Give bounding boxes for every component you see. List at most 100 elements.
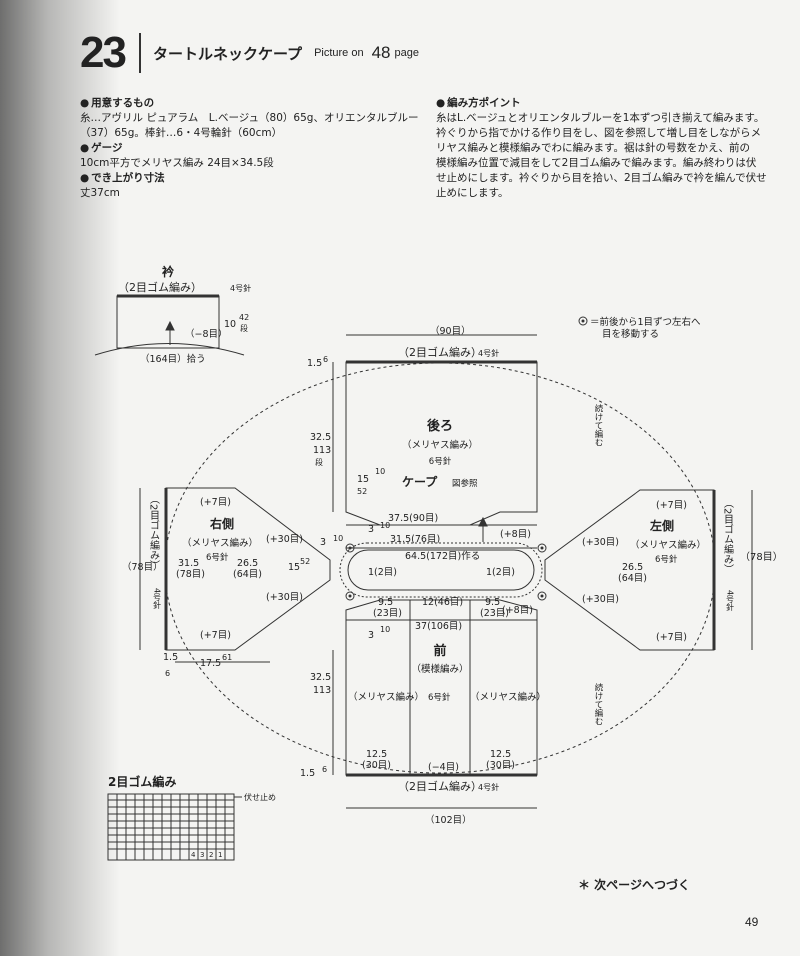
- pattern-title: タートルネックケープ: [152, 44, 303, 63]
- m-23-left: (23目): [373, 608, 402, 619]
- right-side-title: 右側: [209, 516, 234, 531]
- front-needle: 6号針: [428, 692, 451, 703]
- points-line: 止めにします。: [436, 187, 509, 199]
- right-31-5: 31.5: [178, 558, 199, 569]
- m-30-right: (30目): [486, 760, 515, 771]
- side-total-left: （78目）: [740, 551, 783, 563]
- right-side-rib-needle: 4号針: [153, 588, 162, 610]
- m-10-a: 10: [375, 467, 385, 476]
- right-side-stitch: （メリヤス編み）: [182, 537, 258, 549]
- gauge-heading: ゲージ: [80, 141, 420, 156]
- front-rib-label: （2目ゴム編み）: [398, 779, 482, 793]
- legend-line-2: 目を移動する: [602, 328, 659, 340]
- materials-block: 用意するもの 糸…アヴリル ピュアラム L.ベージュ（80）65g、オリエンタル…: [80, 96, 420, 201]
- m-113-bottom: 113: [313, 685, 331, 696]
- left-plus7-top: (+7目): [656, 500, 687, 511]
- m-3-right: 3: [320, 537, 326, 548]
- materials-line: （37）65g。棒針…6・4号輪針（60cm）: [80, 127, 283, 139]
- picture-page-number: 48: [371, 43, 391, 62]
- right-1-5: 1.5: [163, 652, 178, 663]
- right-15: 15: [288, 562, 300, 573]
- right-64: (64目): [233, 569, 262, 580]
- cont-knit-bottom: 続けて編む: [593, 682, 603, 725]
- collar-diagram: [94, 294, 245, 356]
- points-line: 糸はL.ベージュとオリエンタルブルーを1本ずつ引き揃えて編みます。: [436, 112, 765, 124]
- left-side-rib-needle: 4号針: [726, 590, 735, 612]
- m-52: 52: [357, 487, 367, 496]
- page-number: 49: [745, 915, 759, 929]
- rib-chart-num: 4: [191, 851, 196, 859]
- m-32-5-bottom: 32.5: [310, 672, 331, 683]
- front-stitch-right: （メリヤス編み）: [470, 691, 546, 703]
- collar-cm: 10: [224, 319, 236, 330]
- gauge-line: 10cm平方でメリヤス編み 24目×34.5段: [80, 157, 274, 169]
- left-64: (64目): [618, 573, 647, 584]
- left-side-rib-label: （2目ゴム編み）: [722, 498, 734, 574]
- points-line: リヤス編みと模様編みでわに編みます。裾は針の号数をかえ、前の: [436, 142, 750, 154]
- plus8-top: (+8目): [500, 529, 531, 540]
- left-side-stitch: （メリヤス編み）: [630, 539, 706, 551]
- right-52: 52: [300, 557, 310, 566]
- left-side-title: 左側: [649, 518, 674, 533]
- m-113-top: 113: [313, 445, 331, 456]
- m-23-right: (23目): [480, 608, 509, 619]
- m-37-106: 37(106目): [415, 621, 462, 632]
- points-heading: 編み方ポイント: [436, 96, 776, 111]
- m-6-bottom: 6: [322, 765, 327, 774]
- cape-ref: 図参照: [452, 478, 478, 489]
- m-30-left: (30目): [362, 760, 391, 771]
- back-rib-label: （2目ゴム編み）: [398, 345, 482, 359]
- m-6-top: 6: [323, 355, 328, 364]
- left-plus30-bottom: (+30目): [582, 594, 619, 605]
- left-26-5: 26.5: [622, 562, 643, 573]
- collar-rows: 42: [239, 313, 249, 322]
- rib-chart-title: 2目ゴム編み: [108, 774, 176, 789]
- left-plus30-top: (+30目): [582, 537, 619, 548]
- back-panel: [345, 361, 538, 526]
- pattern-header: 23 タートルネックケープ Picture on 48 page: [80, 28, 419, 78]
- transfer-symbols: [345, 316, 588, 601]
- collar-shape: [116, 295, 220, 349]
- front-title: 前: [433, 643, 446, 659]
- m-12-5-left: 12.5: [366, 749, 387, 760]
- m-64-5: 64.5(172目)作る: [405, 550, 480, 562]
- one-st-left: 1(2目): [368, 567, 397, 578]
- front-rib-needle: 4号針: [478, 782, 499, 792]
- bottom-width-label: （102目）: [425, 814, 472, 826]
- rib-chart-num: 2: [209, 851, 213, 859]
- m-10-b: 10: [380, 521, 390, 530]
- right-side-needle: 6号針: [206, 552, 229, 563]
- back-needle: 6号針: [429, 456, 452, 467]
- legend-line-1: ＝前後から1目ずつ左右へ: [590, 316, 701, 328]
- m-9-5-left: 9.5: [378, 597, 393, 608]
- size-line: 丈37cm: [80, 187, 120, 199]
- collar-rib-label: （2目ゴム編み）: [118, 280, 202, 294]
- cont-knit-top: 続けて編む: [593, 403, 603, 446]
- collar-rows-unit: 段: [240, 323, 248, 333]
- m-12-46: 12(46目): [422, 597, 463, 608]
- right-plus7-bottom: (+7目): [200, 630, 231, 641]
- cape-label: ケープ: [402, 474, 438, 489]
- header-divider: [138, 33, 141, 73]
- pattern-number: 23: [80, 28, 127, 77]
- picture-on-label: Picture on: [314, 47, 364, 59]
- points-line: 模様編み位置で減目をして2目ゴム編みで編みます。編み終わりは伏: [436, 157, 757, 169]
- right-26-5: 26.5: [237, 558, 258, 569]
- minus4: (−4目): [428, 762, 459, 773]
- m-3: 3: [368, 524, 374, 535]
- plus8-bottom: (+8目): [502, 605, 533, 616]
- one-st-right: 1(2目): [486, 567, 515, 578]
- m-3-bottom: 3: [368, 630, 374, 641]
- materials-line: 糸…アヴリル ピュアラム L.ベージュ（80）65g、オリエンタルブルー: [80, 112, 419, 124]
- collar-dec: （−8目）: [185, 328, 228, 340]
- size-heading: でき上がり寸法: [80, 171, 420, 186]
- front-stitch-left: （メリヤス編み）: [348, 691, 424, 703]
- m-1-5-top: 1.5: [307, 358, 322, 369]
- top-width-label: （90目）: [430, 325, 471, 337]
- m-10-right: 10: [333, 534, 343, 543]
- right-6: 6: [165, 669, 170, 678]
- right-61: 61: [222, 653, 232, 662]
- right-17-5: 17.5: [200, 658, 221, 669]
- collar-title: 衿: [162, 264, 174, 279]
- rib-chart-num: 1: [218, 851, 222, 859]
